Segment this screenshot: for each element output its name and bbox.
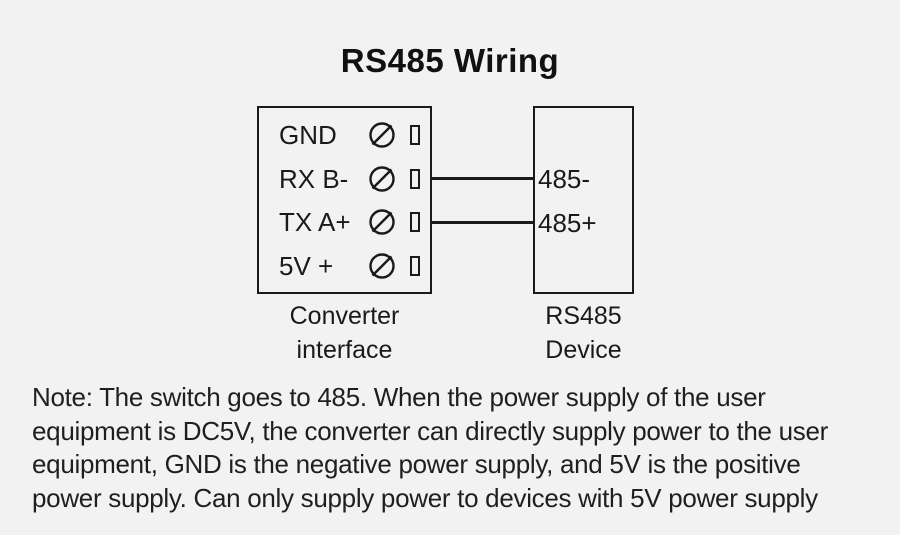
port-label-485-minus: 485-: [538, 164, 591, 194]
pin-contact-icon: [410, 212, 420, 232]
terminal-label-rxb: RX B-: [279, 163, 349, 194]
note-line-4: power supply. Can only supply power to d…: [32, 482, 818, 513]
terminal-label-txa: TX A+: [279, 206, 351, 237]
device-caption: RS485 Device: [533, 299, 634, 367]
note-line-1: Note: The switch goes to 485. When the p…: [32, 382, 766, 412]
device-caption-line1: RS485: [545, 302, 622, 330]
terminal-label-gnd: GND: [279, 119, 337, 150]
device-caption-line2: Device: [545, 336, 622, 364]
pin-contact-icon: [410, 256, 420, 276]
wire-txa-to-485-plus: [432, 221, 533, 224]
wire-rxb-to-485-minus: [432, 177, 533, 180]
converter-caption-line2: interface: [296, 336, 393, 364]
terminal-row-rxb: RX B-: [259, 164, 430, 194]
screw-terminal-icon: [369, 122, 395, 148]
screw-terminal-icon: [369, 209, 395, 235]
screw-terminal-icon: [369, 166, 395, 192]
converter-caption: Converter interface: [257, 299, 432, 367]
pin-contact-icon: [410, 169, 420, 189]
converter-caption-line1: Converter: [289, 302, 400, 330]
diagram-title: RS485 Wiring: [340, 42, 560, 79]
pin-contact-icon: [410, 125, 420, 145]
rs485-device-box: 485- 485+: [533, 106, 634, 294]
note-line-2: equipment is DC5V, the converter can dir…: [32, 415, 829, 446]
terminal-row-txa: TX A+: [259, 207, 430, 237]
note-text: Note: The switch goes to 485. When the p…: [32, 381, 828, 515]
note-line-3: equipment, GND is the negative power sup…: [32, 449, 801, 479]
converter-interface-box: GND RX B- TX A+ 5V +: [257, 106, 432, 294]
terminal-label-5v: 5V +: [279, 250, 334, 281]
port-label-485-plus: 485+: [538, 208, 597, 238]
screw-terminal-icon: [369, 253, 395, 279]
terminal-row-gnd: GND: [259, 120, 430, 150]
terminal-row-5v: 5V +: [259, 251, 430, 281]
